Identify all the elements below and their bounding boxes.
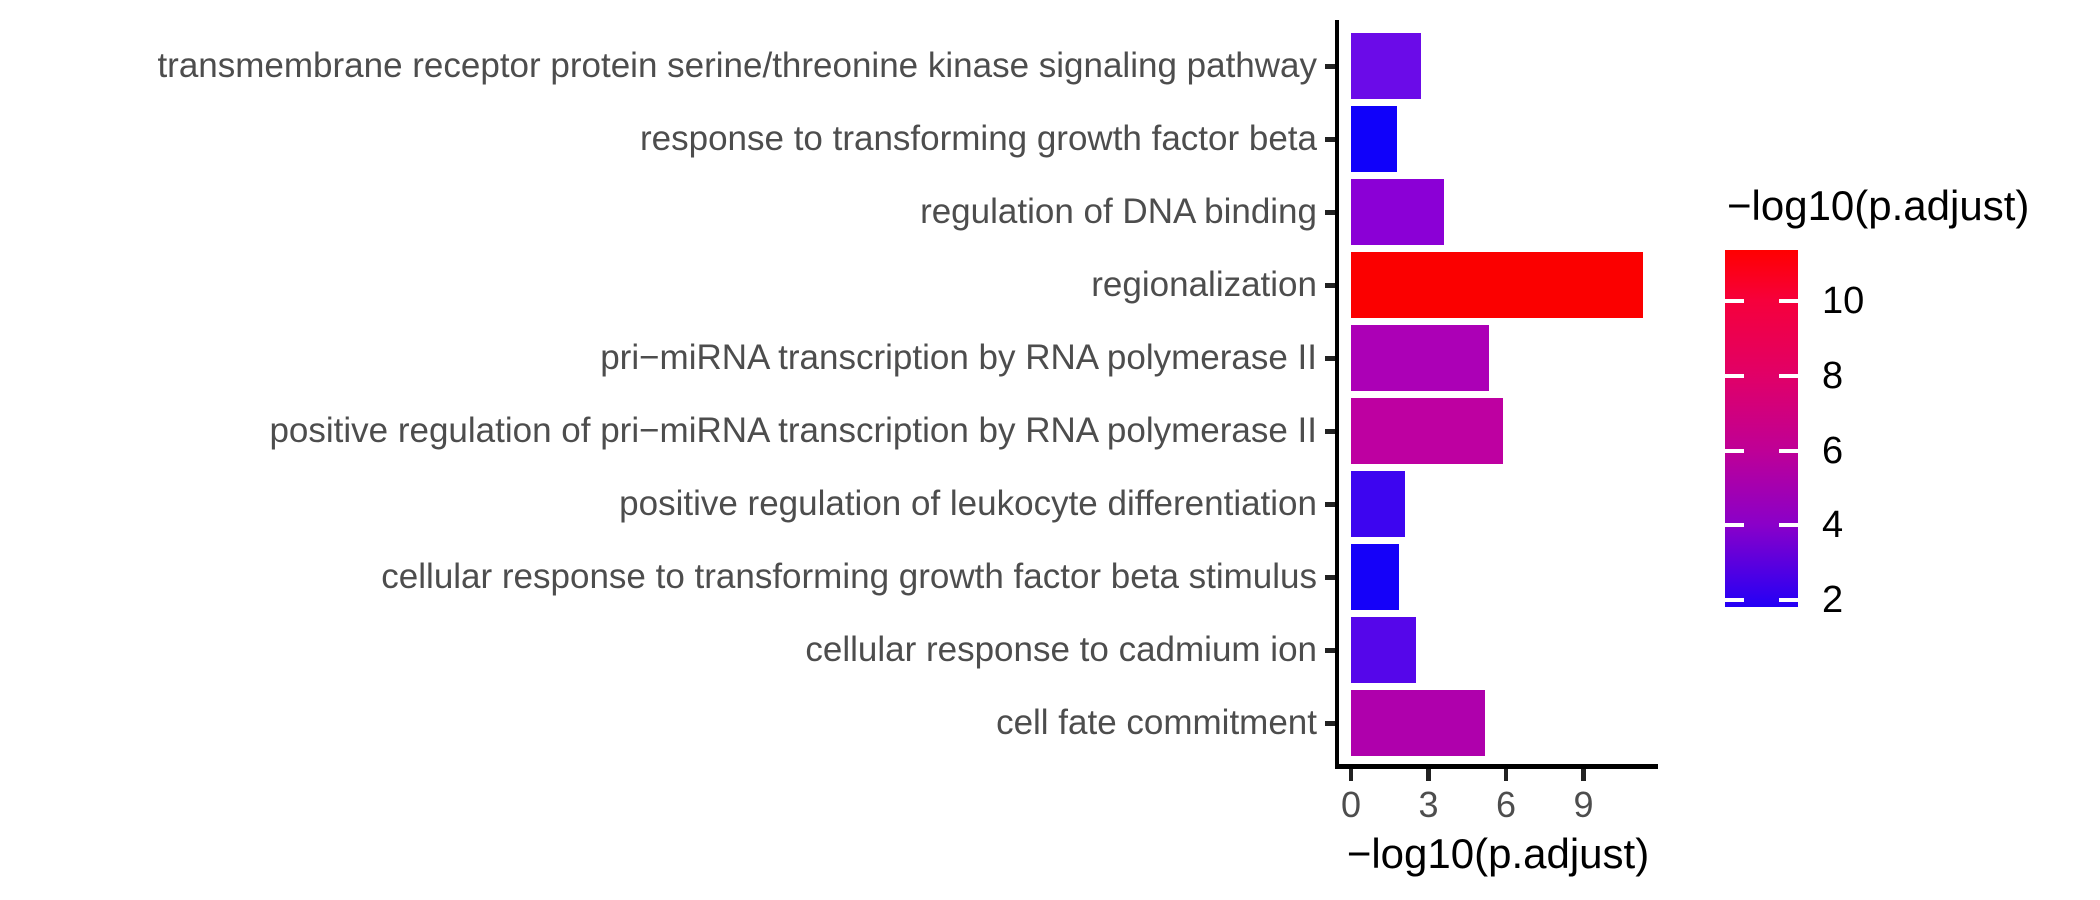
- y-axis-tick-mark: [1325, 428, 1337, 434]
- legend-title: −log10(p.adjust): [1727, 182, 2030, 229]
- y-axis-tick-mark: [1325, 209, 1337, 215]
- x-axis-line: [1334, 764, 1658, 769]
- legend-tick-label: 8: [1822, 354, 1844, 397]
- legend-tick-dash-left: [1725, 448, 1744, 453]
- bar: [1351, 544, 1399, 610]
- legend-tick-dash-right: [1779, 448, 1798, 453]
- y-axis-tick-mark: [1325, 136, 1337, 142]
- legend-tick-dash-right: [1779, 373, 1798, 378]
- bar: [1351, 617, 1416, 683]
- bar: [1351, 179, 1444, 245]
- y-axis-tick-mark: [1325, 647, 1337, 653]
- legend-tick-dash-right: [1779, 299, 1798, 304]
- legend-tick-dash-left: [1725, 373, 1744, 378]
- x-axis-tick-mark: [1348, 768, 1354, 781]
- legend-tick-dash-left: [1725, 299, 1744, 304]
- y-axis-tick-mark: [1325, 282, 1337, 288]
- legend-tick-label: 10: [1822, 280, 1865, 323]
- bar: [1351, 690, 1486, 756]
- y-axis-category-label: cellular response to cadmium ion: [805, 629, 1317, 669]
- bar: [1351, 106, 1398, 172]
- x-axis-tick-label: 6: [1495, 784, 1516, 825]
- x-axis-tick-label: 9: [1573, 784, 1594, 825]
- y-axis-category-label: positive regulation of leukocyte differe…: [619, 483, 1317, 523]
- legend-tick-dash-right: [1779, 597, 1798, 602]
- y-axis-category-label: cell fate commitment: [996, 702, 1317, 742]
- x-axis-title: −log10(p.adjust): [1346, 830, 1650, 877]
- y-axis-category-label: cellular response to transforming growth…: [381, 556, 1317, 596]
- y-axis-category-label: response to transforming growth factor b…: [639, 118, 1317, 158]
- bar: [1351, 33, 1421, 99]
- x-axis-tick-mark: [1581, 768, 1586, 781]
- y-axis-tick-mark: [1325, 574, 1337, 580]
- y-axis-category-label: positive regulation of pri−miRNA transcr…: [269, 410, 1317, 450]
- y-axis-tick-mark: [1325, 501, 1337, 507]
- y-axis-tick-mark: [1325, 720, 1337, 726]
- legend-tick-dash-left: [1725, 597, 1744, 602]
- x-axis-tick-mark: [1503, 768, 1509, 781]
- y-axis-tick-mark: [1325, 355, 1337, 361]
- legend-tick-label: 6: [1822, 429, 1844, 472]
- x-axis-tick-mark: [1426, 768, 1431, 781]
- x-axis-tick-label: 3: [1418, 784, 1439, 825]
- y-axis-category-label: regionalization: [1091, 264, 1317, 304]
- y-axis-category-label: regulation of DNA binding: [920, 191, 1317, 231]
- y-axis-category-label: transmembrane receptor protein serine/th…: [157, 45, 1317, 85]
- legend-tick-dash-left: [1725, 523, 1744, 528]
- legend-tick-dash-right: [1779, 523, 1798, 528]
- bar: [1351, 398, 1504, 464]
- x-axis-tick-label: 0: [1340, 784, 1362, 825]
- legend-gradient-bar: [1725, 250, 1798, 607]
- y-axis-line: [1334, 20, 1340, 769]
- bar: [1351, 325, 1490, 391]
- legend-tick-label: 4: [1822, 504, 1844, 547]
- y-axis-category-label: pri−miRNA transcription by RNA polymeras…: [600, 337, 1317, 377]
- bar: [1351, 252, 1643, 318]
- bar: [1351, 471, 1406, 537]
- legend-tick-label: 2: [1822, 578, 1844, 621]
- y-axis-tick-mark: [1325, 63, 1337, 69]
